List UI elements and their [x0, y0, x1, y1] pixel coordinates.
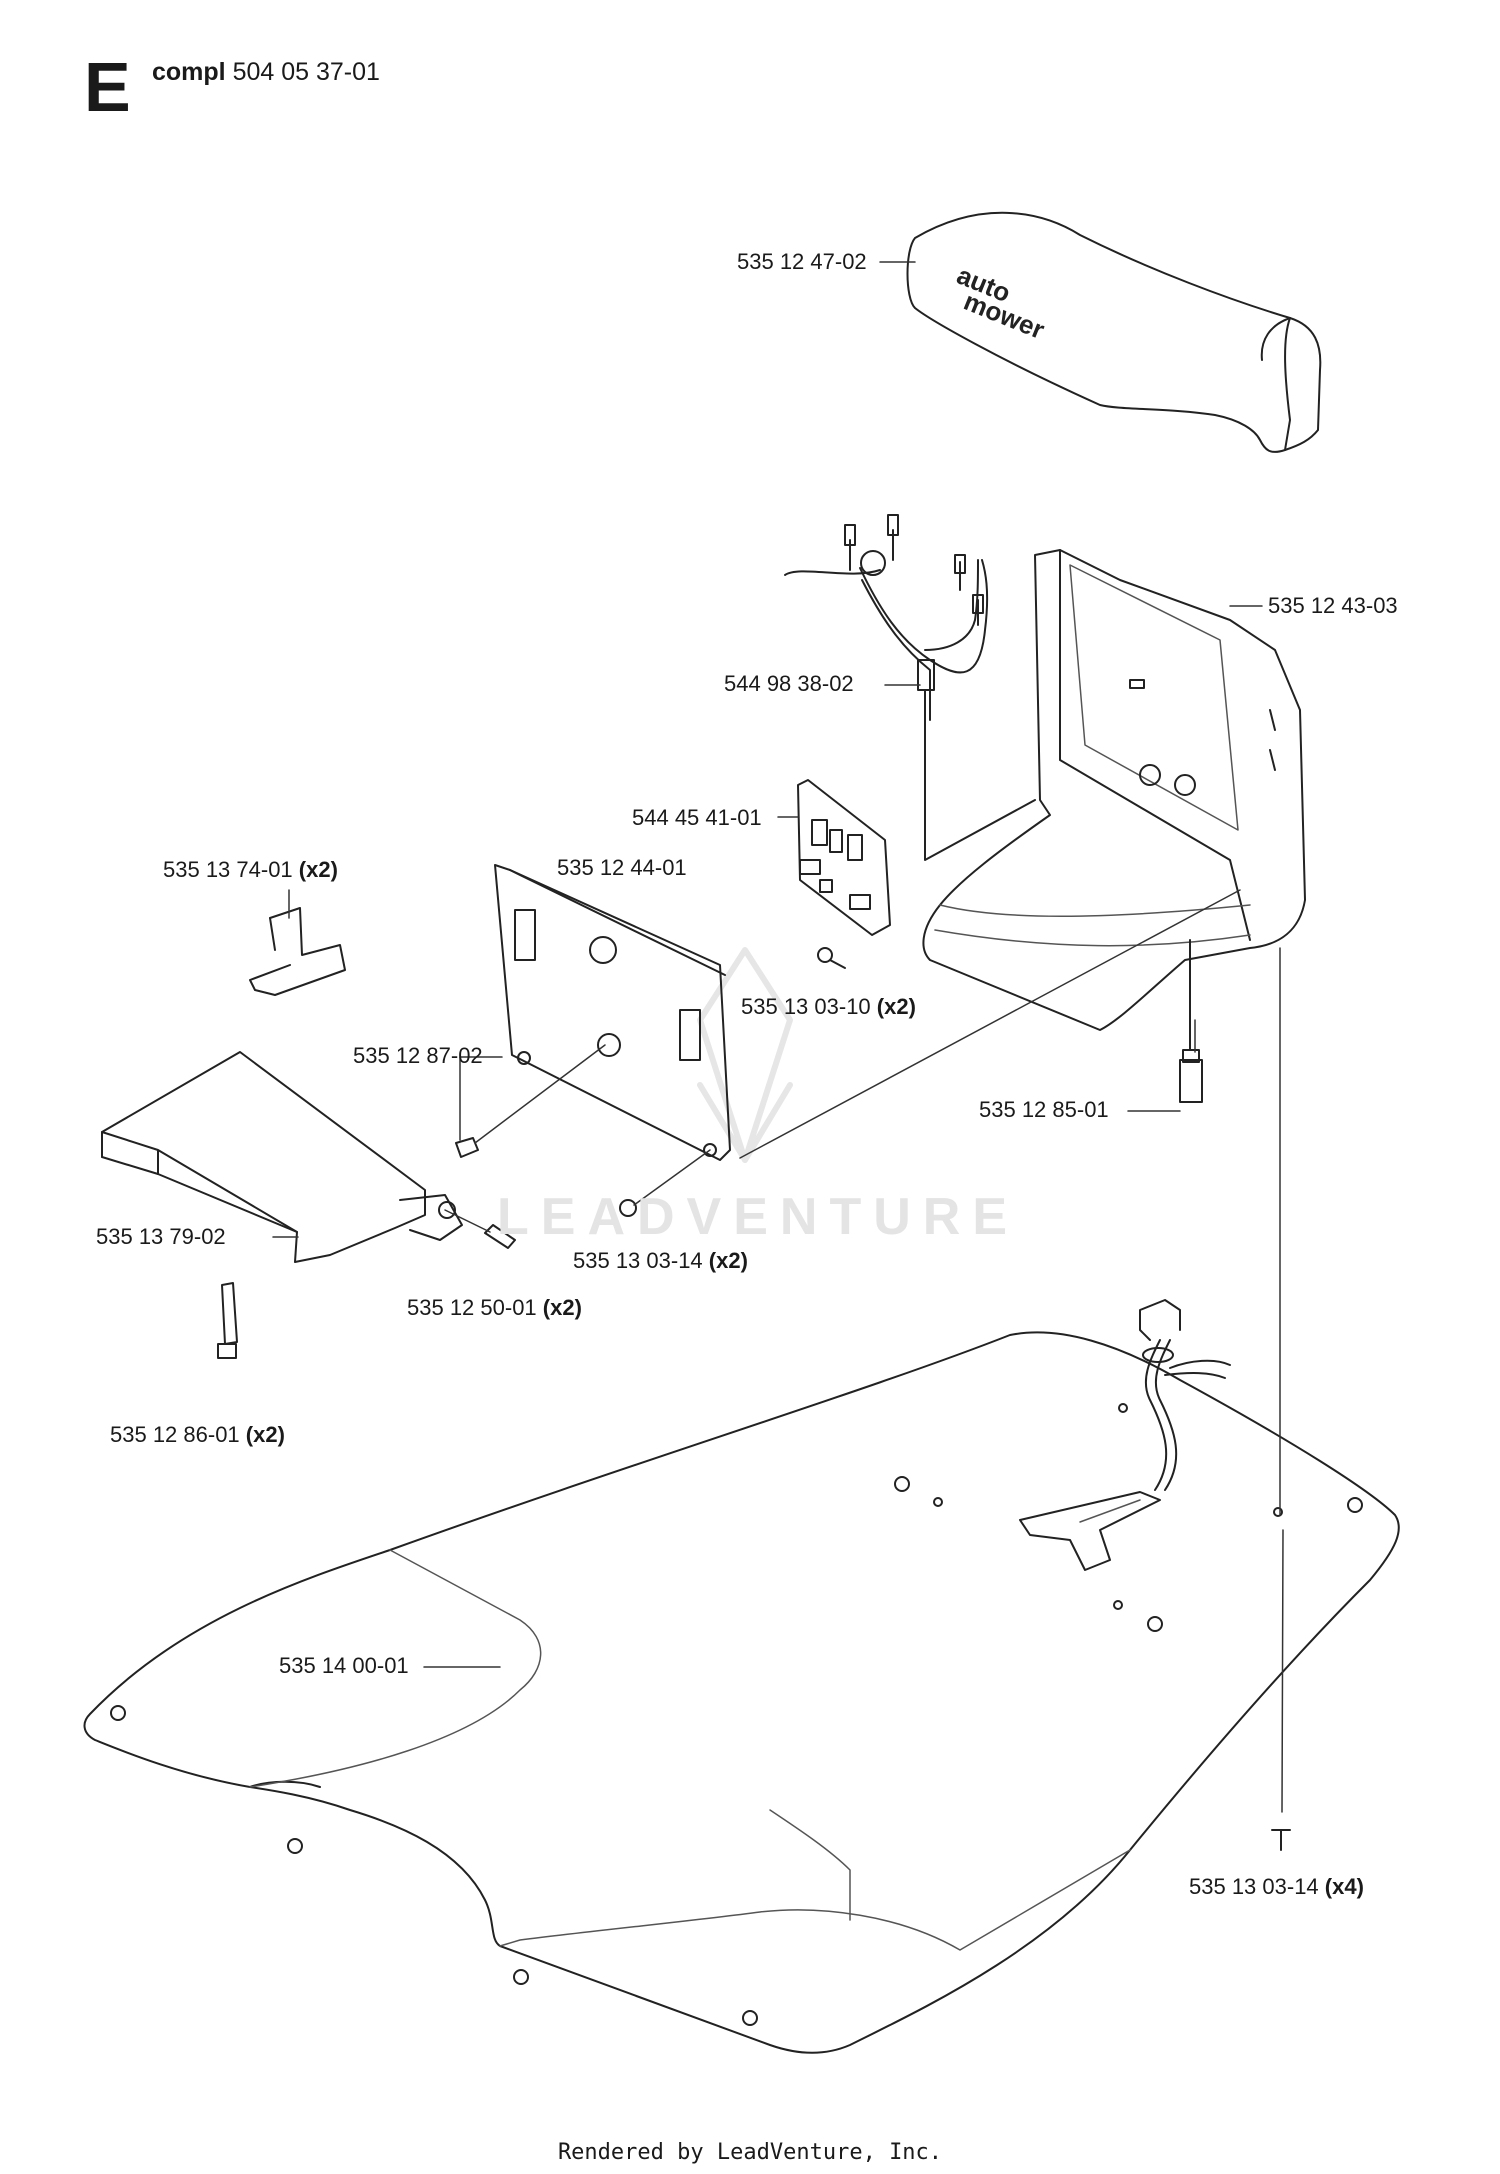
part-label-spacer[interactable]: 535 12 50-01 (x2): [407, 1295, 582, 1320]
strap-drawing: [217, 1282, 238, 1359]
board-screw-drawing: [817, 947, 846, 969]
part-label-strap[interactable]: 535 12 86-01 (x2): [110, 1422, 285, 1447]
clip-drawing: [249, 907, 346, 996]
plate-drawing: [494, 864, 731, 1161]
part-label-plate-screw[interactable]: 535 13 03-14 (x2): [573, 1248, 748, 1273]
part-label-board-screw[interactable]: 535 13 03-10 (x2): [741, 994, 916, 1019]
kit-header: compl 504 05 37-01: [152, 58, 380, 87]
part-label-cover[interactable]: 535 12 47-02: [737, 249, 867, 274]
assembly-lines: [739, 889, 1284, 1813]
part-label-plate[interactable]: 535 12 44-01: [557, 855, 687, 880]
cable-cover-drawing: [101, 1051, 463, 1263]
circuit-board-drawing: [797, 779, 891, 936]
connector-drawing: [1179, 1049, 1203, 1103]
spacer-drawing: [444, 1209, 516, 1249]
base-plate-drawing: [83, 1299, 1400, 2054]
kit-label: compl: [152, 58, 226, 86]
part-label-base-screw[interactable]: 535 13 03-14 (x4): [1189, 1874, 1364, 1899]
plate-screw-drawing: [619, 1149, 711, 1217]
part-label-cable-cover[interactable]: 535 13 79-02: [96, 1224, 226, 1249]
section-letter: E: [84, 48, 131, 126]
base-screw-drawing: [1271, 1829, 1291, 1851]
part-label-housing[interactable]: 535 12 43-03: [1268, 593, 1398, 618]
part-label-connector[interactable]: 535 12 85-01: [979, 1097, 1109, 1122]
part-label-clip[interactable]: 535 13 74-01 (x2): [163, 857, 338, 882]
housing-drawing: [922, 549, 1306, 1051]
wire-harness-drawing: [784, 514, 1036, 861]
pin-drawing: [455, 1044, 606, 1158]
watermark: LEADVENTURE: [497, 1188, 1020, 1246]
watermark-emblem: [697, 947, 793, 1163]
cover-drawing: auto mower: [906, 211, 1322, 453]
part-label-base-plate[interactable]: 535 14 00-01: [279, 1653, 409, 1678]
kit-number: 504 05 37-01: [232, 58, 380, 86]
footer-credit: Rendered by LeadVenture, Inc.: [557, 2140, 943, 2165]
part-label-wire-harness[interactable]: 544 98 38-02: [724, 671, 854, 696]
leader-lines: [272, 261, 1263, 1668]
part-label-circuit-board[interactable]: 544 45 41-01: [632, 805, 762, 830]
part-label-pin[interactable]: 535 12 87-02: [353, 1043, 483, 1068]
